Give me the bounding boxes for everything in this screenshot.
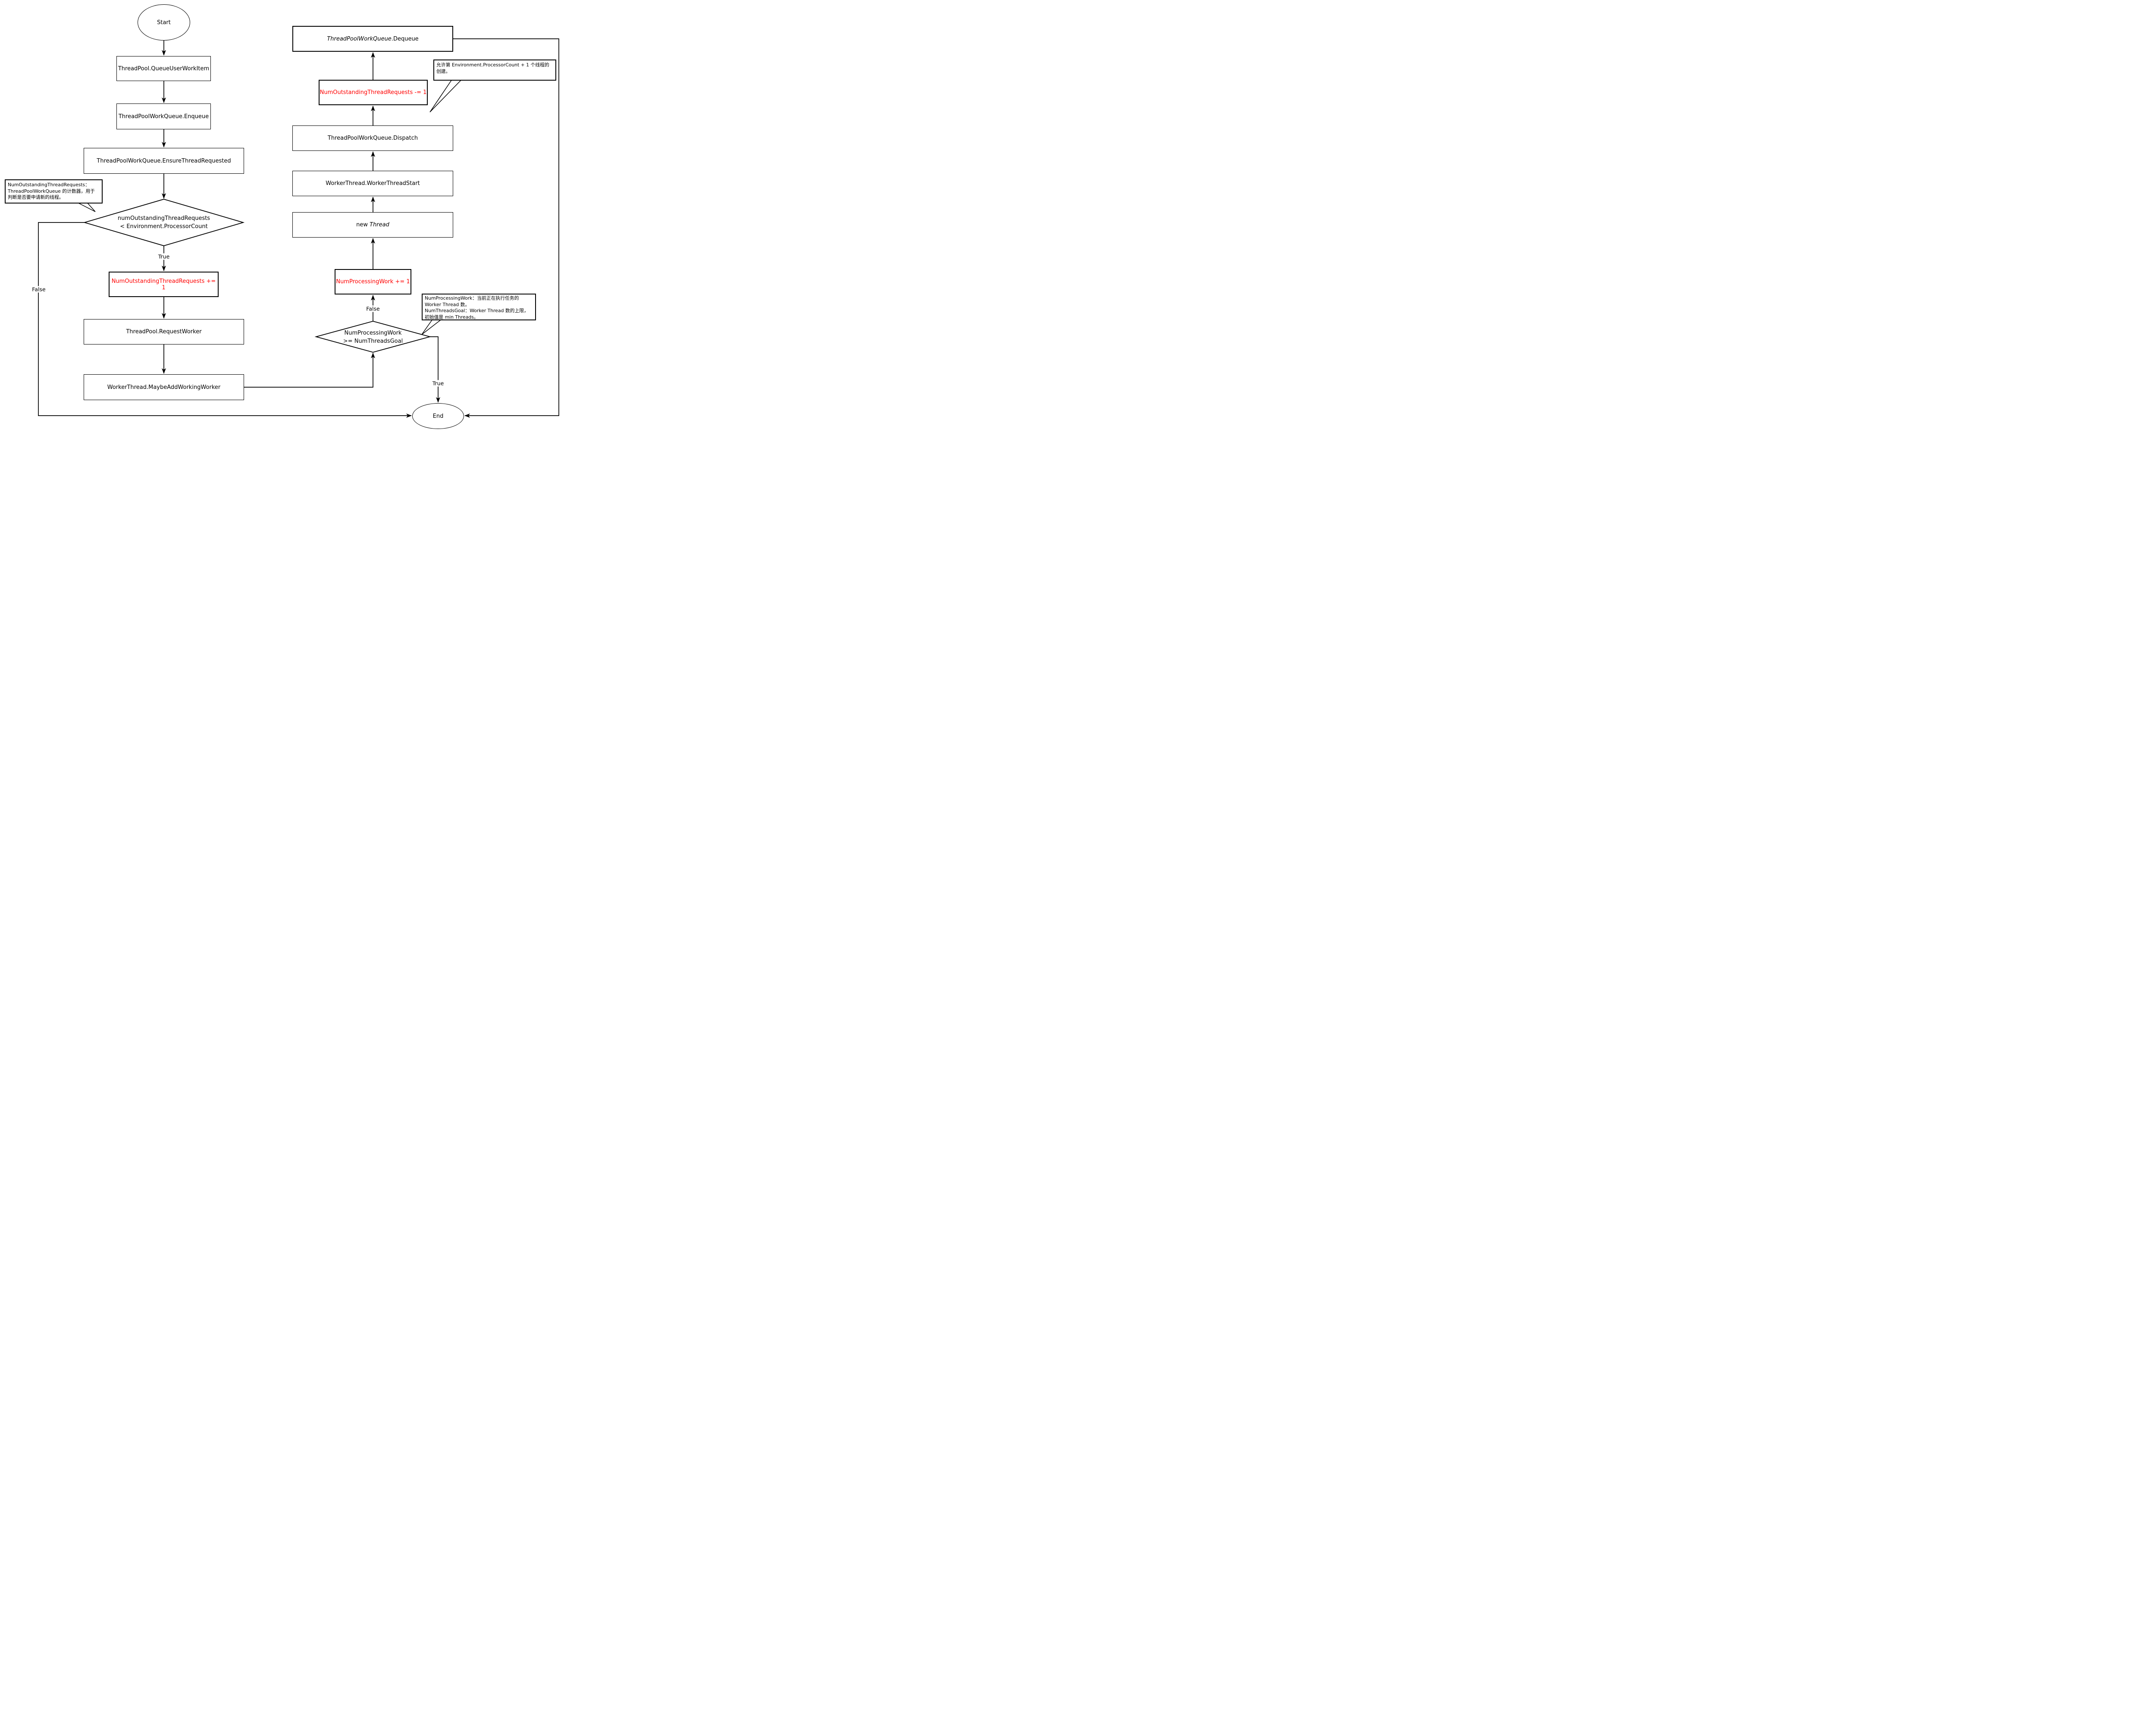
edge-label-processing-false: False [365,305,381,312]
process-queueuserworkitem: ThreadPool.QueueUserWorkItem [116,56,211,81]
callout-outstanding-note: NumOutstandingThreadRequests： ThreadPool… [5,179,103,204]
edge-decision-processing-true-to-end [430,336,440,403]
callout-threads-goal-line: 初始值是 min Threads。 [425,314,479,320]
diagram-shapes-layer [38,38,559,418]
process-increment-processing: NumProcessingWork += 1 [335,269,411,294]
edge-label-outstanding-false: False [31,286,47,293]
callout-threads-goal-note: NumProcessingWork：当前正在执行任务的 Worker Threa… [422,294,536,320]
start-node: Start [138,4,190,41]
callout-tail-processor-count [429,80,462,113]
process-enqueue: ThreadPoolWorkQueue.Enqueue [116,103,211,129]
decision-outstanding-label: numOutstandingThreadRequests < Environme… [95,214,233,231]
callout-processor-count-line: 允许第 Environment.ProcessorCount + 1 个线程的 [436,62,549,68]
callout-tail-outstanding [78,203,96,212]
dequeue-label-italic: ThreadPoolWorkQueue [327,35,392,42]
end-node: End [412,403,464,429]
decision-outstanding-line1: numOutstandingThreadRequests [117,215,210,222]
callout-outstanding-line: 判断是否要申请新的线程。 [8,194,64,200]
edge-label-outstanding-true: True [157,253,171,260]
decision-processing-line2: >= NumThreadsGoal [343,338,403,344]
decision-outstanding-line2: < Environment.ProcessorCount [120,223,208,230]
edge-label-processing-true: True [431,380,445,387]
process-increment-outstanding: NumOutstandingThreadRequests += 1 [109,272,219,297]
edge-dequeue-to-end [453,38,559,418]
newthread-label-italic: Thread [370,222,389,228]
callout-processor-count-line: 创建。 [436,68,451,74]
callout-threads-goal-line: NumProcessingWork：当前正在执行任务的 [425,295,519,301]
newthread-label-prefix: new [356,222,370,228]
callout-threads-goal-line: NumThreadsGoal：Worker Thread 数的上限， [425,308,529,314]
callout-outstanding-line: ThreadPoolWorkQueue 的计数器，用于 [8,188,95,194]
process-ensurethreadrequested: ThreadPoolWorkQueue.EnsureThreadRequeste… [84,148,244,174]
callout-threads-goal-line: Worker Thread 数。 [425,301,470,307]
dequeue-label-rest: .Dequeue [391,35,419,42]
edge-maybeadd-to-decision-processing [244,353,375,388]
callout-outstanding-line: NumOutstandingThreadRequests： [8,182,90,188]
callout-processor-count-note: 允许第 Environment.ProcessorCount + 1 个线程的 … [433,60,556,81]
process-dequeue: ThreadPoolWorkQueue.Dequeue [292,26,453,52]
process-requestworker: ThreadPool.RequestWorker [84,319,244,344]
flowchart: Start End ThreadPool.QueueUserWorkItem T… [0,0,566,434]
decision-outstanding-shape [83,199,245,246]
edge-decision-false-to-end [38,222,412,418]
process-dispatch: ThreadPoolWorkQueue.Dispatch [292,125,453,151]
decision-processing-label: NumProcessingWork >= NumThreadsGoal [321,329,425,345]
decision-processing-line1: NumProcessingWork [344,330,402,336]
process-maybeaddworkingworker: WorkerThread.MaybeAddWorkingWorker [84,374,244,400]
process-decrement-outstanding: NumOutstandingThreadRequests -= 1 [319,80,428,105]
process-workerthreadstart: WorkerThread.WorkerThreadStart [292,171,453,196]
process-newthread: new Thread [292,212,453,238]
